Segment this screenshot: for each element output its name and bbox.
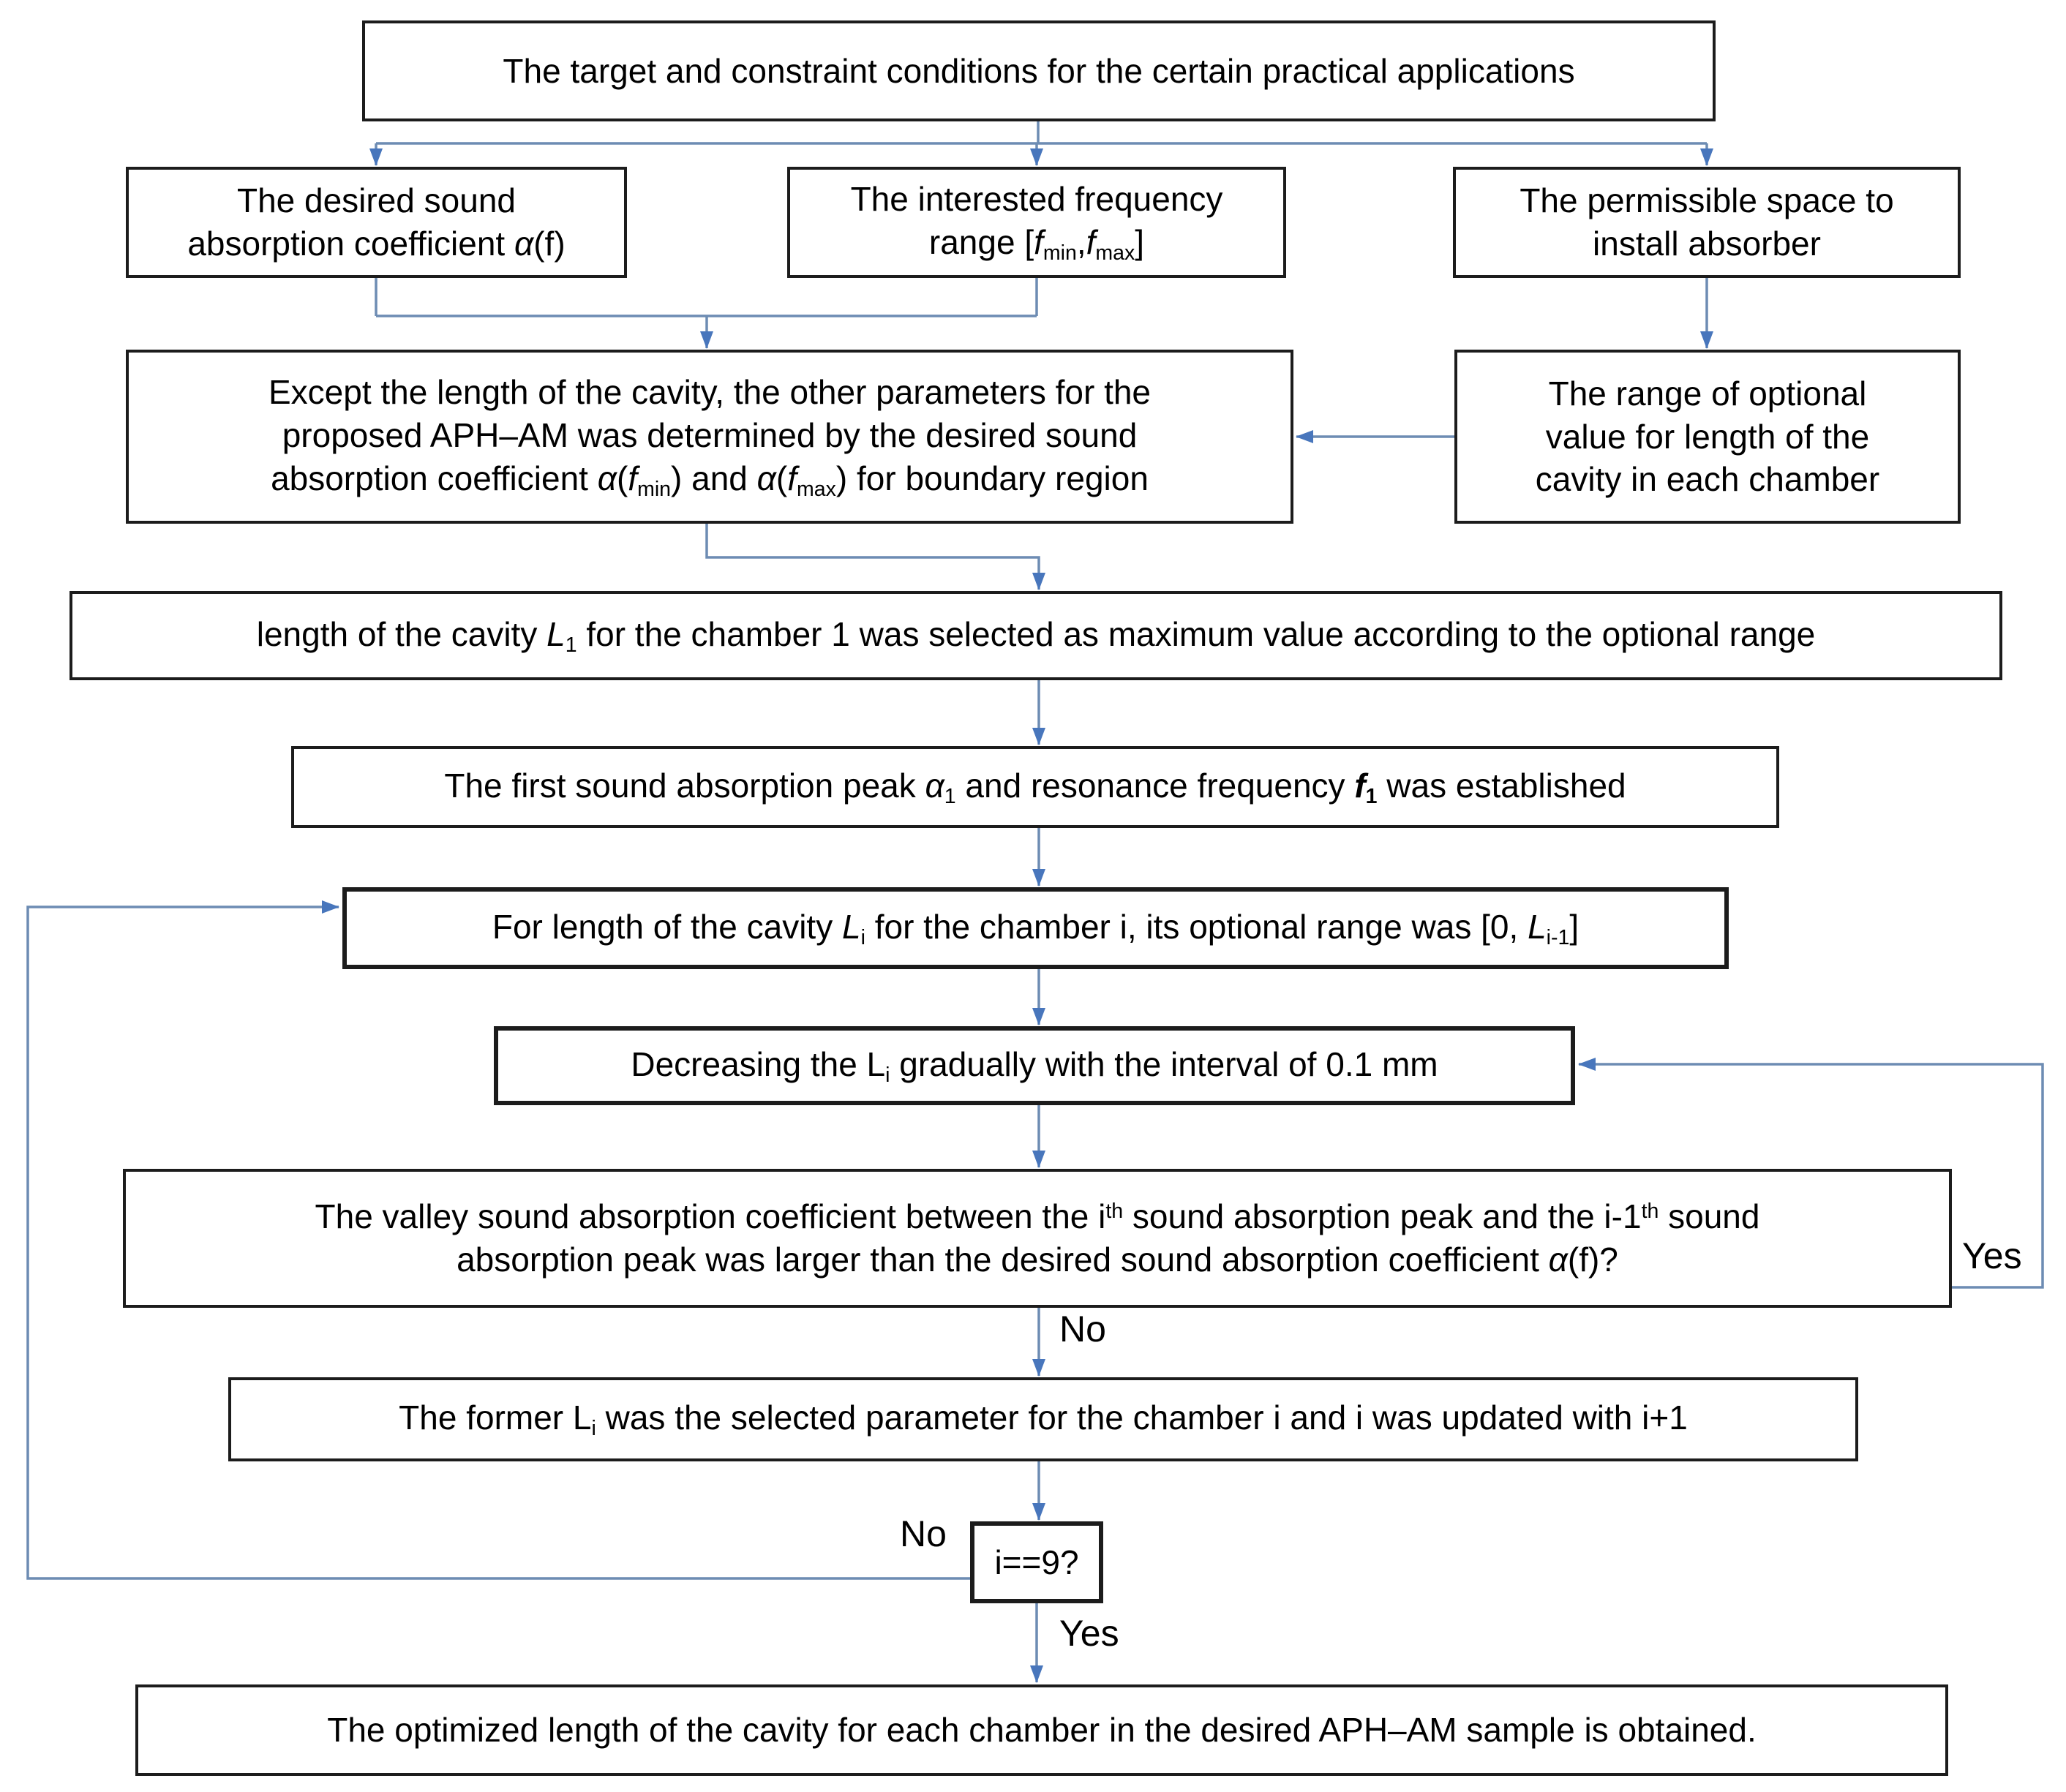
label-yes-loop: Yes: [1962, 1235, 2022, 1276]
flow-box-other-parameters: Except the length of the cavity, the oth…: [126, 350, 1293, 524]
label-yes-i9: Yes: [1059, 1613, 1119, 1654]
label-no-i9: No: [900, 1513, 947, 1554]
flow-box-i9-decision: i==9?: [970, 1521, 1103, 1603]
flow-box-former-li: The former Li was the selected parameter…: [228, 1377, 1858, 1461]
connector-no-loop: [26, 900, 970, 1580]
flow-box-cavity-l1: length of the cavity L1 for the chamber …: [70, 591, 2002, 680]
flow-box-target: The target and constraint conditions for…: [362, 20, 1716, 121]
flow-box-for-length: For length of the cavity Li for the cham…: [342, 887, 1729, 969]
label-no-valley: No: [1059, 1309, 1106, 1349]
flow-box-decreasing: Decreasing the Li gradually with the int…: [494, 1026, 1575, 1105]
connector-except-cavity: [705, 524, 1045, 590]
flow-box-final: The optimized length of the cavity for e…: [135, 1684, 1948, 1776]
flow-box-valley-question: The valley sound absorption coefficient …: [123, 1169, 1952, 1308]
connector-yes-loop: [1578, 1058, 2044, 1289]
flow-box-first-peak: The first sound absorption peak α1 and r…: [291, 746, 1779, 828]
